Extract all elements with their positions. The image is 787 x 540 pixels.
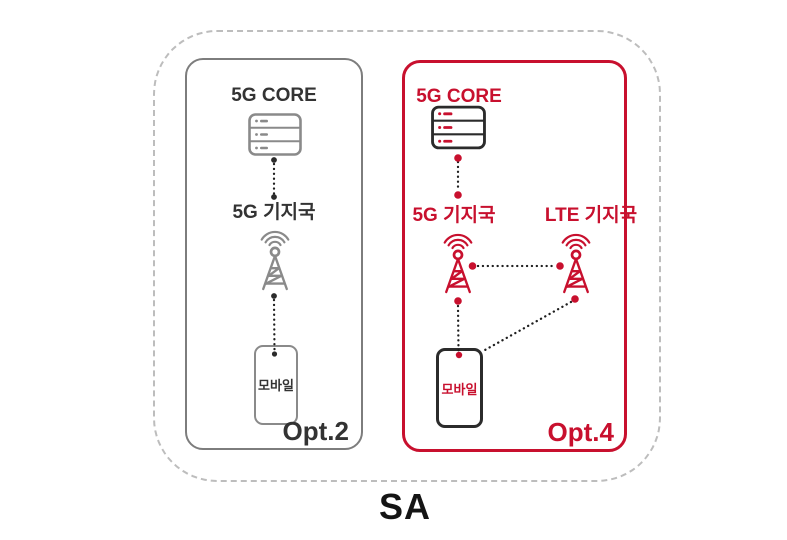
opt2-badge: Opt.2 — [282, 416, 349, 446]
mobile-phone-icon: 모바일 — [436, 348, 483, 428]
sa-group-label: SA — [378, 486, 431, 527]
server-icon — [248, 113, 302, 156]
sa-group-boundary — [153, 30, 661, 482]
mobile-phone-icon: 모바일 — [254, 345, 298, 425]
cell-tower-icon — [260, 230, 290, 291]
opt4-core-label: 5G CORE — [416, 86, 502, 107]
cell-tower-icon — [561, 233, 591, 294]
opt4-base-station-lte-label: LTE 기지국 — [544, 205, 638, 226]
opt4-mobile-label: 모바일 — [441, 382, 478, 397]
opt4-badge: Opt.4 — [547, 417, 614, 447]
opt4-base-station-5g-label: 5G 기지국 — [412, 205, 496, 226]
opt4-panel: 5G CORE 5G 기지국 LTE 기지국 — [402, 60, 637, 452]
opt2-panel: 5G CORE 5G 기지국 — [185, 58, 363, 450]
server-icon — [431, 105, 486, 150]
opt2-core-label: 5G CORE — [231, 85, 317, 106]
opt2-base-station-label: 5G 기지국 — [232, 202, 316, 223]
opt2-mobile-label: 모바일 — [258, 378, 294, 393]
cell-tower-icon — [443, 233, 473, 294]
